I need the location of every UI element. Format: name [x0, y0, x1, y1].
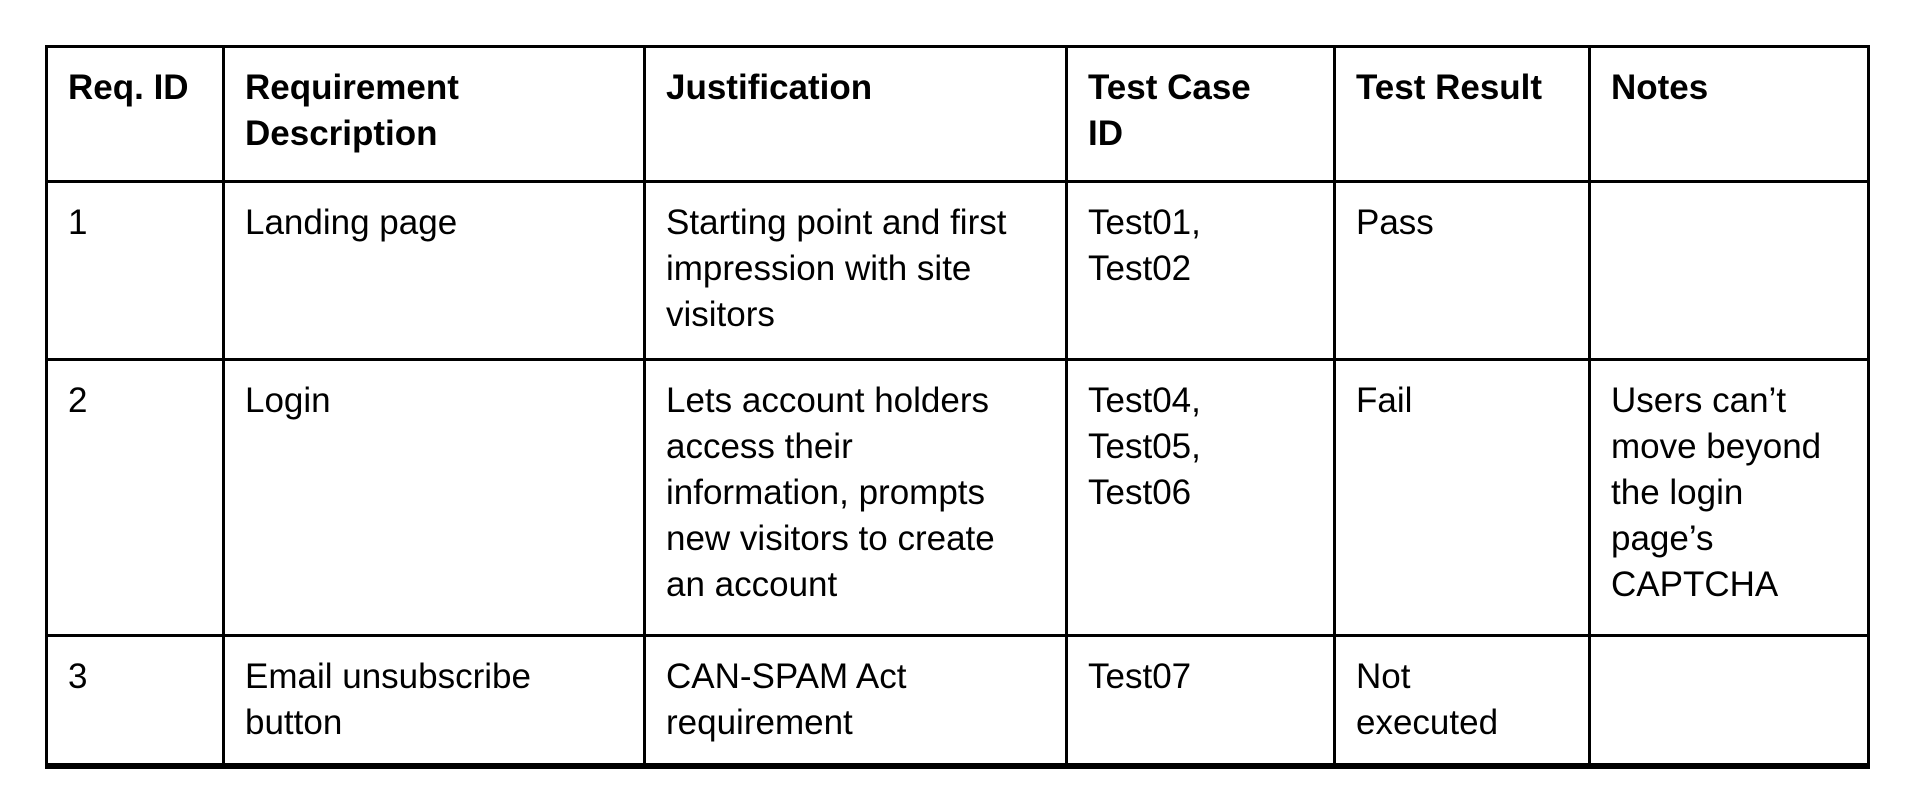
cell-row3-description: Email unsubscribe button [222, 634, 646, 768]
cell-row3-justification: CAN-SPAM Act requirement [643, 634, 1068, 768]
col-header-test-result: Test Result [1333, 45, 1591, 183]
cell-row3-req-id: 3 [45, 634, 225, 768]
cell-row2-test-result: Fail [1333, 358, 1591, 637]
cell-row2-req-id: 2 [45, 358, 225, 637]
col-header-description: Requirement Description [222, 45, 646, 183]
cell-row2-justification: Lets account holders access their inform… [643, 358, 1068, 637]
col-header-req-id: Req. ID [45, 45, 225, 183]
cell-row2-description: Login [222, 358, 646, 637]
cell-row2-test-case-id: Test04, Test05, Test06 [1065, 358, 1336, 637]
table-row: 2 Login Lets account holders access thei… [45, 358, 1870, 637]
cell-row1-description: Landing page [222, 180, 646, 361]
col-header-justification: Justification [643, 45, 1068, 183]
requirements-traceability-table: Req. ID Requirement Description Justific… [45, 45, 1870, 769]
cell-row1-test-result: Pass [1333, 180, 1591, 361]
cell-row1-notes [1588, 180, 1870, 361]
table-header-row: Req. ID Requirement Description Justific… [45, 45, 1870, 183]
cell-row1-justification: Starting point and first impression with… [643, 180, 1068, 361]
col-header-test-case-id: Test Case ID [1065, 45, 1336, 183]
col-header-notes: Notes [1588, 45, 1870, 183]
cell-row3-test-case-id: Test07 [1065, 634, 1336, 768]
cell-row3-test-result: Not executed [1333, 634, 1591, 768]
cell-row2-notes: Users can’t move beyond the login page’s… [1588, 358, 1870, 637]
cell-row3-notes [1588, 634, 1870, 768]
cell-row1-req-id: 1 [45, 180, 225, 361]
table-row: 3 Email unsubscribe button CAN-SPAM Act … [45, 634, 1870, 768]
table-row: 1 Landing page Starting point and first … [45, 180, 1870, 361]
cell-row1-test-case-id: Test01, Test02 [1065, 180, 1336, 361]
